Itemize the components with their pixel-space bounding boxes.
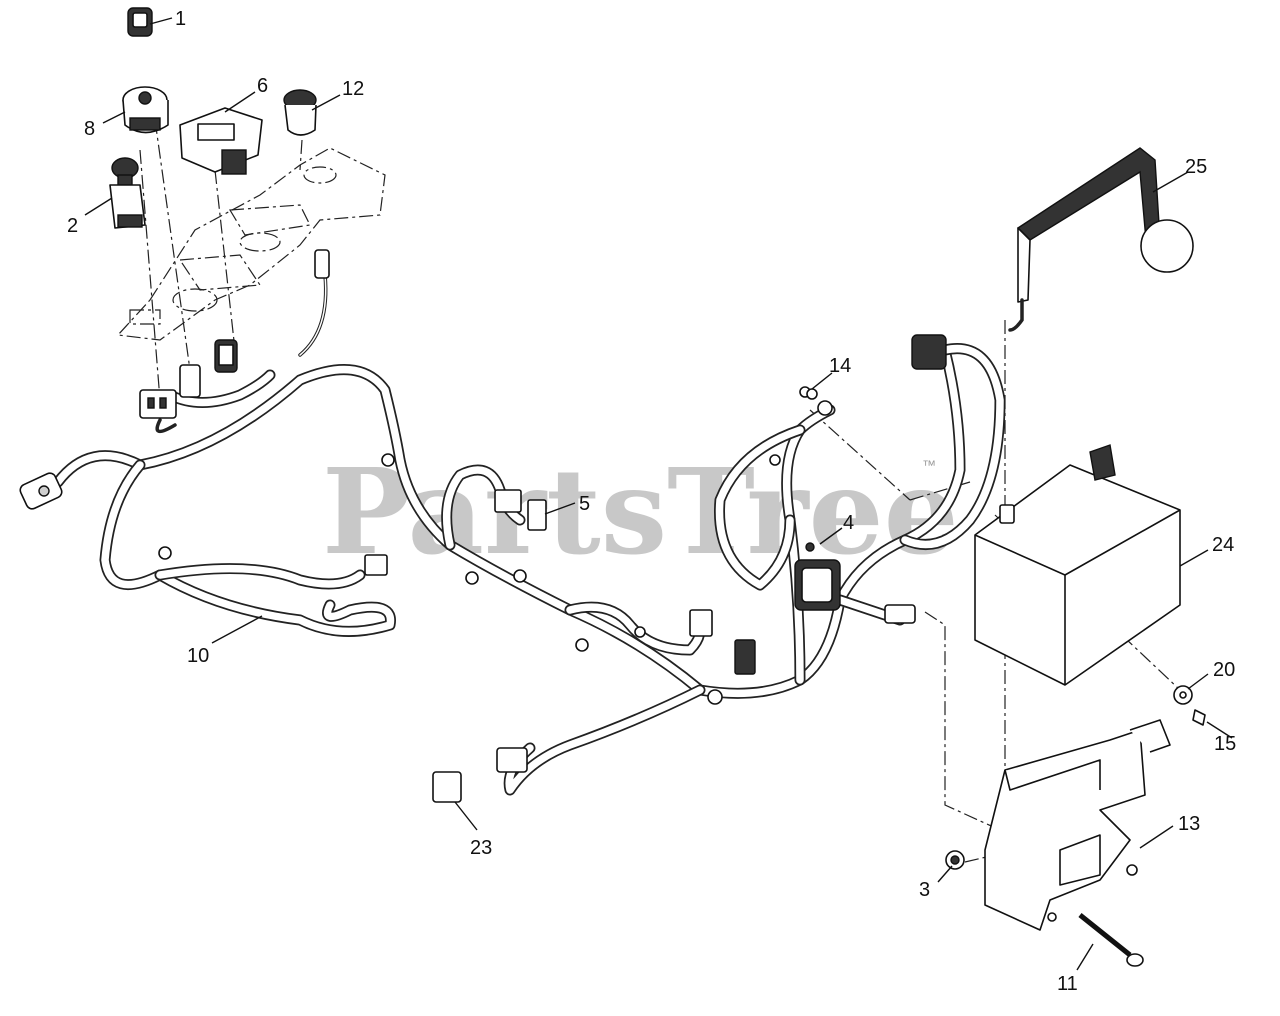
callout-8: 8 [84, 118, 95, 140]
callout-13: 13 [1178, 813, 1200, 835]
dash-panel [116, 147, 386, 341]
callout-12: 12 [342, 78, 364, 100]
watermark-trademark: ™ [922, 457, 936, 473]
key [127, 7, 153, 37]
hardware [805, 388, 1206, 967]
callouts: 1 2 3 4 5 6 8 10 11 12 13 14 15 20 23 24… [67, 8, 1236, 995]
leaders [84, 17, 1233, 971]
callout-6: 6 [257, 75, 268, 97]
callout-2: 2 [67, 215, 78, 237]
callout-20: 20 [1213, 659, 1235, 681]
harness-connectors [19, 249, 947, 803]
callout-15: 15 [1214, 733, 1236, 755]
watermark-text: PartsTree [322, 442, 959, 581]
power-outlet [283, 89, 317, 136]
ignition-switch [122, 86, 169, 134]
hold-down-rod [1008, 147, 1194, 332]
callout-25: 25 [1185, 156, 1207, 178]
hour-meter [179, 107, 263, 175]
callout-3: 3 [919, 879, 930, 901]
callout-24: 24 [1212, 534, 1234, 556]
battery-tray [984, 719, 1171, 931]
wiring-harness [52, 273, 1006, 796]
battery [974, 444, 1181, 686]
callout-10: 10 [187, 645, 209, 667]
watermark: PartsTree ™ [322, 442, 959, 581]
pto-switch [109, 157, 146, 229]
callout-23: 23 [470, 837, 492, 859]
callout-5: 5 [579, 493, 590, 515]
callout-1: 1 [175, 8, 186, 30]
callout-11: 11 [1057, 973, 1078, 995]
callout-14: 14 [829, 355, 851, 377]
callout-4: 4 [843, 512, 854, 534]
